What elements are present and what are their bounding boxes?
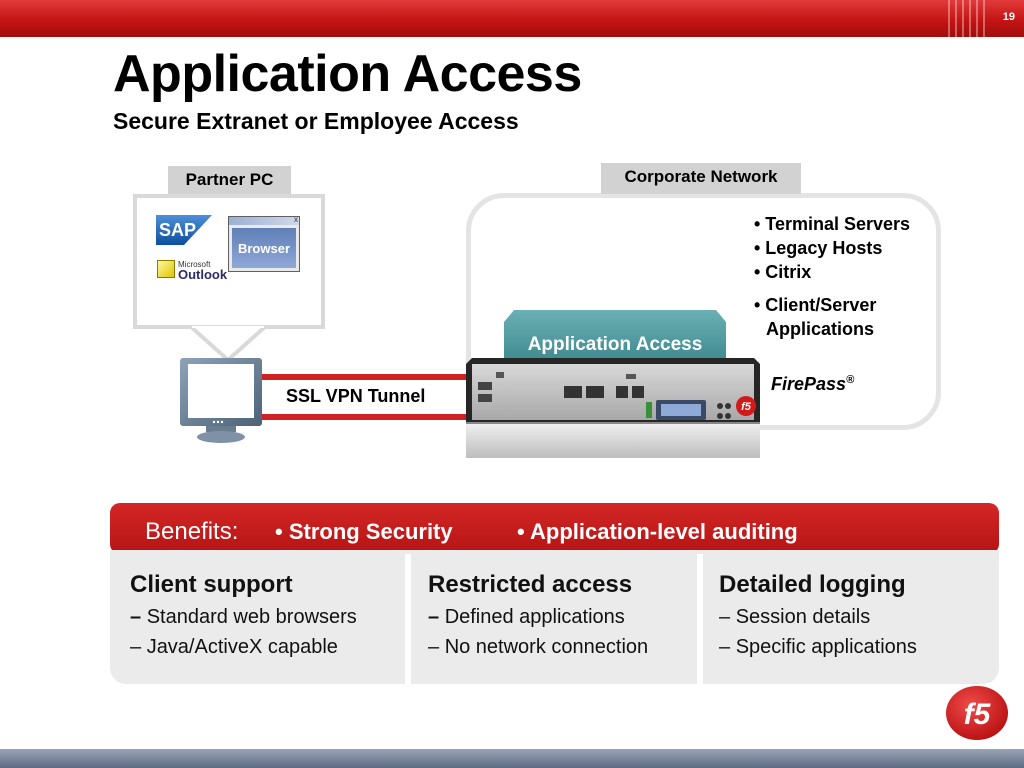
partner-pc-label: Partner PC	[185, 170, 274, 189]
sap-logo-text: SAP	[159, 220, 196, 240]
slide-number: 19	[1002, 11, 1015, 23]
column-restricted-access: Restricted access – Defined applications…	[428, 571, 648, 659]
dash: –	[130, 606, 142, 628]
outlook-name: Outlook	[178, 267, 228, 282]
dash: –	[428, 636, 440, 658]
benefit-item: • Application-level auditing	[517, 519, 798, 544]
sap-logo-icon: SAP	[156, 215, 212, 245]
browser-titlebar: x	[229, 215, 299, 225]
column-item: – Session details	[719, 606, 871, 628]
column-item: – Standard web browsers	[130, 606, 357, 628]
firepass-appliance-icon: f5	[466, 358, 760, 458]
column-item: – No network connection	[428, 636, 649, 658]
feature-columns	[110, 550, 999, 684]
close-icon: x	[294, 215, 298, 224]
column-divider	[405, 554, 411, 684]
corporate-network-label: Corporate Network	[624, 167, 778, 186]
slide-title: Application Access	[113, 45, 582, 103]
application-access-label: Application Access	[527, 334, 703, 355]
browser-window: x Browser	[228, 215, 300, 272]
dash: –	[719, 636, 731, 658]
column-heading: Detailed logging	[719, 571, 906, 598]
resource-item: • Client/Server	[754, 295, 877, 315]
resource-item-continued: Applications	[766, 319, 875, 339]
ssl-vpn-tunnel-label: SSL VPN Tunnel	[286, 386, 426, 406]
column-heading: Restricted access	[428, 571, 633, 598]
dash: –	[428, 606, 440, 628]
benefits-bar	[110, 503, 999, 554]
resource-item: • Terminal Servers	[754, 214, 911, 234]
column-item: – Java/ActiveX capable	[130, 636, 338, 658]
outlook-vendor: Microsoft	[178, 260, 211, 269]
column-detailed-logging: Detailed logging – Session details – Spe…	[719, 571, 917, 659]
top-banner	[0, 0, 1024, 37]
dash: –	[130, 636, 142, 658]
outlook-icon	[157, 260, 175, 278]
browser-body: Browser	[232, 228, 296, 268]
banner-stripes	[948, 0, 986, 37]
bottom-banner	[0, 749, 1024, 768]
callout-pointer	[188, 326, 268, 362]
product-name: FirePass	[771, 374, 847, 394]
f5-logo-icon: f5	[946, 686, 1008, 740]
registered-mark: ®	[846, 374, 855, 386]
resource-item: • Legacy Hosts	[754, 238, 883, 258]
monitor-icon	[180, 358, 262, 443]
device-f5-logo: f5	[741, 401, 752, 413]
benefit-item: • Strong Security	[275, 519, 453, 544]
ssl-vpn-tunnel	[262, 374, 470, 420]
browser-label: Browser	[237, 240, 291, 256]
column-divider	[697, 554, 703, 684]
corporate-resources-list: • Terminal Servers • Legacy Hosts • Citr…	[754, 212, 910, 341]
column-client-support: Client support – Standard web browsers –…	[130, 571, 357, 659]
f5-logo-text: f5	[964, 698, 992, 731]
column-item: – Specific applications	[719, 636, 917, 658]
corporate-network-tab: Corporate Network	[601, 163, 801, 194]
benefits-label: Benefits:	[145, 518, 239, 545]
dash: –	[719, 606, 731, 628]
slide-subtitle: Secure Extranet or Employee Access	[113, 108, 519, 134]
application-access-module	[504, 310, 726, 362]
firepass-label: FirePass®	[771, 374, 854, 395]
column-heading: Client support	[130, 571, 293, 598]
column-item: – Defined applications	[428, 606, 625, 628]
partner-pc-tab: Partner PC	[168, 166, 291, 196]
resource-item: • Citrix	[754, 262, 812, 282]
